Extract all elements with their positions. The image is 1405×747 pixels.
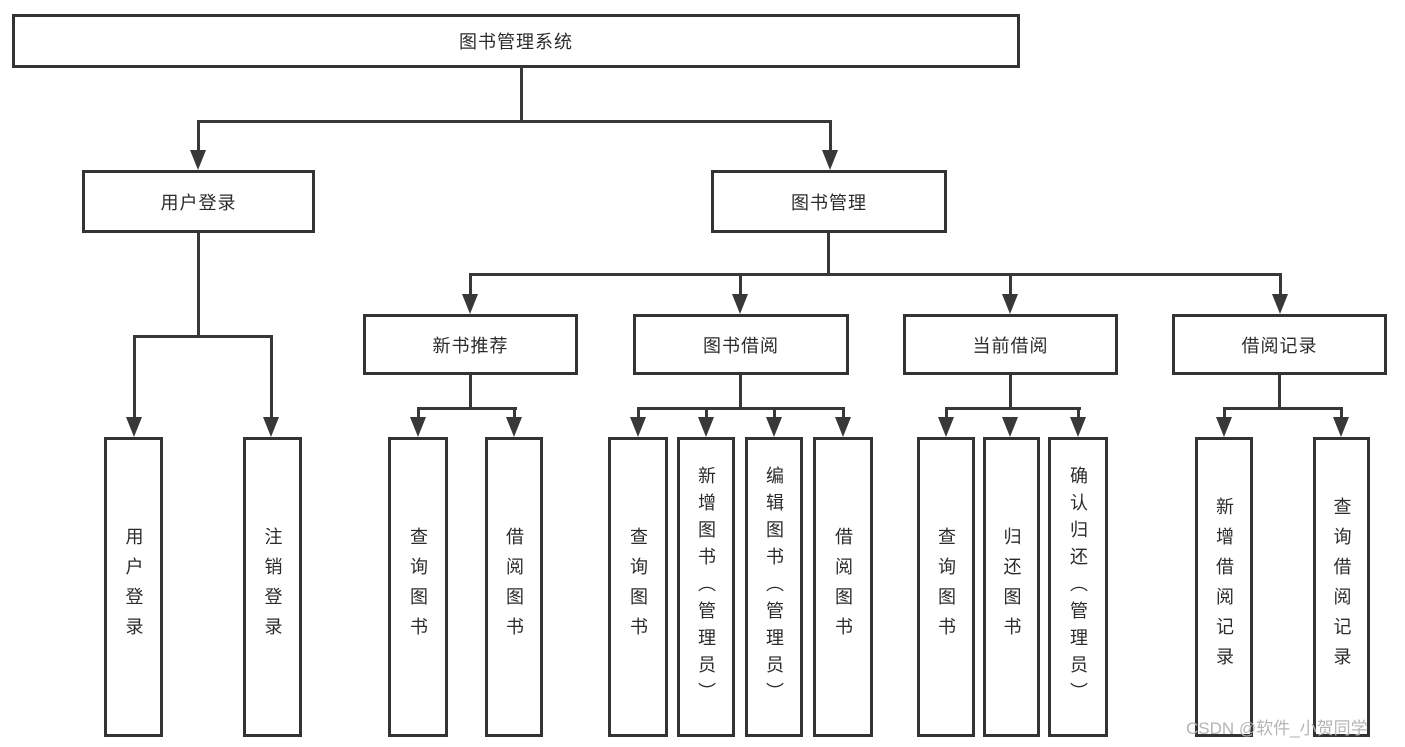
csdn-watermark: CSDN @软件_小贺同学	[1186, 719, 1368, 738]
connector-line	[520, 67, 523, 121]
connector-line	[842, 407, 845, 420]
leaf-edit-books-admin: 编辑图书（管理员）	[745, 437, 803, 737]
connector-line	[945, 407, 948, 420]
connector-line	[469, 273, 1282, 276]
connector-line	[739, 273, 742, 297]
connector-line	[417, 407, 420, 420]
node-label: 图书借阅	[703, 335, 779, 356]
connector-line	[197, 120, 832, 123]
leaf-label: 查询图书	[936, 527, 956, 647]
connector-line	[1278, 375, 1281, 410]
node-book-borrowing: 图书借阅	[633, 314, 849, 375]
arrow-down-icon	[1070, 417, 1086, 437]
node-current-borrowing: 当前借阅	[903, 314, 1118, 375]
arrow-down-icon	[630, 417, 646, 437]
node-book-management: 图书管理	[711, 170, 947, 233]
arrow-down-icon	[822, 150, 838, 170]
connector-line	[1009, 375, 1012, 410]
connector-line	[829, 120, 832, 152]
leaf-label: 查询图书	[628, 527, 648, 647]
leaf-label: 编辑图书（管理员）	[764, 465, 784, 709]
arrow-down-icon	[938, 417, 954, 437]
leaf-label: 新增借阅记录	[1214, 497, 1234, 677]
leaf-logout: 注销登录	[243, 437, 302, 737]
leaf-label: 借阅图书	[833, 527, 853, 647]
arrow-down-icon	[1272, 294, 1288, 314]
arrow-down-icon	[835, 417, 851, 437]
connector-line	[1009, 273, 1012, 297]
leaf-query-borrow-record: 查询借阅记录	[1313, 437, 1370, 737]
connector-line	[945, 407, 1081, 410]
node-label: 用户登录	[160, 192, 237, 213]
node-borrowing-records: 借阅记录	[1172, 314, 1387, 375]
arrow-down-icon	[410, 417, 426, 437]
leaf-borrow-books-recommend: 借阅图书	[485, 437, 543, 737]
leaf-query-books-borrow: 查询图书	[608, 437, 668, 737]
leaf-query-books-recommend: 查询图书	[388, 437, 448, 737]
leaf-query-books-current: 查询图书	[917, 437, 975, 737]
connector-line	[1340, 407, 1343, 420]
leaf-label: 注销登录	[262, 527, 283, 647]
leaf-add-books-admin: 新增图书（管理员）	[677, 437, 735, 737]
node-label: 图书管理系统	[459, 32, 573, 52]
arrow-down-icon	[766, 417, 782, 437]
leaf-label: 查询借阅记录	[1331, 497, 1352, 677]
leaf-confirm-return-admin: 确认归还（管理员）	[1048, 437, 1108, 737]
node-label: 借阅记录	[1241, 335, 1318, 356]
node-label: 当前借阅	[972, 335, 1049, 356]
connector-line	[133, 335, 273, 338]
connector-line	[1279, 273, 1282, 297]
arrow-down-icon	[698, 417, 714, 437]
arrow-down-icon	[506, 417, 522, 437]
connector-line	[417, 407, 517, 410]
connector-line	[469, 273, 472, 297]
arrow-down-icon	[1002, 417, 1018, 437]
node-label: 图书管理	[791, 192, 867, 213]
leaf-label: 查询图书	[408, 527, 428, 647]
connector-line	[1223, 407, 1343, 410]
node-library-management-system: 图书管理系统	[12, 14, 1020, 68]
leaf-add-borrow-record: 新增借阅记录	[1195, 437, 1253, 737]
connector-line	[1223, 407, 1226, 420]
arrow-down-icon	[1002, 294, 1018, 314]
leaf-label: 新增图书（管理员）	[696, 465, 716, 709]
connector-line	[637, 407, 845, 410]
arrow-down-icon	[732, 294, 748, 314]
leaf-label: 用户登录	[123, 527, 144, 647]
connector-line	[469, 375, 472, 410]
arrow-down-icon	[1216, 417, 1232, 437]
arrow-down-icon	[1333, 417, 1349, 437]
arrow-down-icon	[126, 417, 142, 437]
arrow-down-icon	[190, 150, 206, 170]
leaf-user-login: 用户登录	[104, 437, 163, 737]
connector-line	[637, 407, 640, 420]
connector-line	[827, 233, 830, 276]
leaf-label: 归还图书	[1001, 527, 1022, 647]
connector-line	[705, 407, 708, 420]
connector-line	[197, 120, 200, 152]
leaf-return-books: 归还图书	[983, 437, 1040, 737]
leaf-label: 确认归还（管理员）	[1068, 465, 1088, 709]
connector-line	[739, 375, 742, 410]
node-label: 新书推荐	[432, 335, 509, 356]
leaf-label: 借阅图书	[504, 527, 524, 647]
arrow-down-icon	[462, 294, 478, 314]
connector-line	[270, 335, 273, 420]
leaf-borrow-books: 借阅图书	[813, 437, 873, 737]
connector-line	[513, 407, 516, 420]
arrow-down-icon	[263, 417, 279, 437]
node-user-login: 用户登录	[82, 170, 315, 233]
connector-line	[197, 233, 200, 337]
node-new-book-recommendation: 新书推荐	[363, 314, 578, 375]
connector-line	[133, 335, 136, 420]
connector-line	[773, 407, 776, 420]
connector-line	[1077, 407, 1080, 420]
